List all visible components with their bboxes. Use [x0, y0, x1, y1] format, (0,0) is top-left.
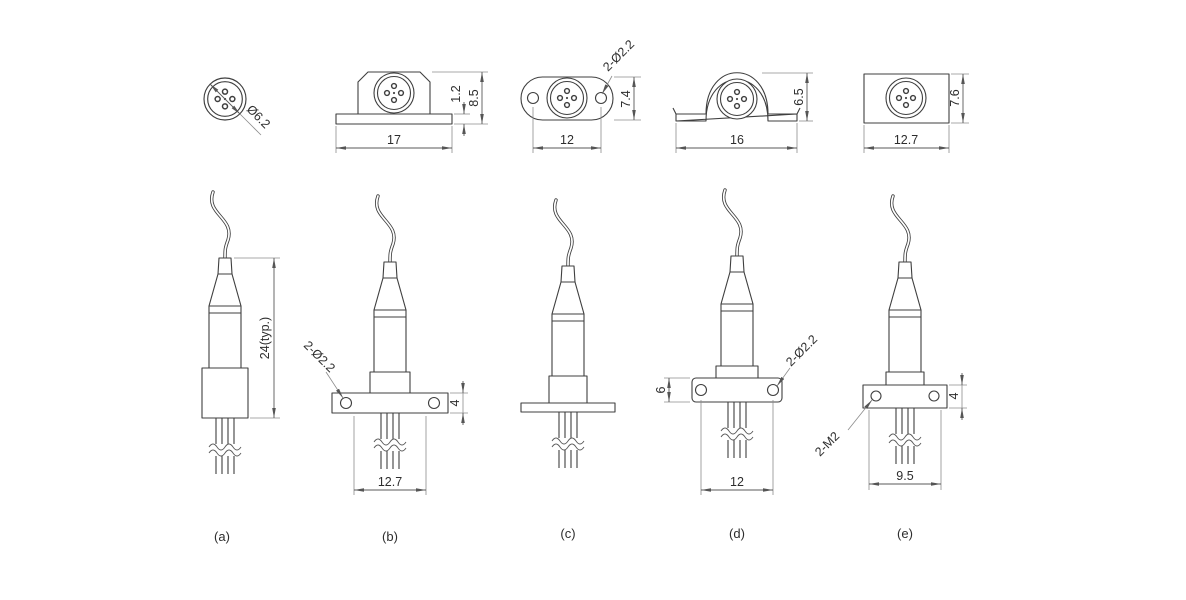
base-section [201, 367, 249, 419]
dim-e-top-width: 12.7 [894, 133, 918, 147]
dim-a-top-diameter: Ø6.2 [244, 102, 273, 131]
dim-b-top-lip: 1.2 [449, 85, 463, 102]
dim-b-top-height: 8.5 [467, 89, 481, 106]
view-e-side: 2-M2 9.5 4 [812, 194, 967, 490]
dim-b-side-thickness: 4 [448, 399, 462, 406]
captions: (a) (b) (c) (d) (e) [214, 526, 913, 544]
caption-a: (a) [214, 529, 230, 544]
flange-disc [520, 402, 616, 413]
flange-plate [335, 113, 453, 125]
view-b-top: 17 1.2 8.5 [335, 71, 488, 153]
collar [715, 365, 759, 379]
dim-a-side-height: 24(typ.) [258, 317, 272, 359]
view-d-top: 16 6.5 [672, 72, 813, 153]
view-c-side [520, 198, 616, 469]
dim-d-side-flange-height: 6 [654, 386, 668, 393]
caption-d: (d) [729, 526, 745, 541]
view-a-top: Ø6.2 [204, 78, 273, 136]
threaded-hole [928, 390, 940, 402]
collar [548, 375, 588, 404]
view-c-top: 2-Ø2.2 12 7.4 [520, 37, 641, 153]
dim-b-top-width: 17 [387, 133, 401, 147]
collar [885, 371, 925, 386]
threaded-hole [870, 390, 882, 402]
dim-c-top-height: 7.4 [619, 90, 633, 107]
dim-c-top-width: 12 [560, 133, 574, 147]
dim-b-side-holes: 2-Ø2.2 [301, 338, 338, 375]
caption-c: (c) [560, 526, 575, 541]
mounting-hole [427, 396, 441, 410]
dim-e-side-flange-thickness: 4 [947, 392, 961, 399]
mounting-hole [526, 91, 540, 105]
dim-c-top-holes: 2-Ø2.2 [600, 37, 637, 74]
dim-d-side-holes: 2-Ø2.2 [783, 332, 820, 369]
dim-d-top-width: 16 [730, 133, 744, 147]
dim-d-side-width: 12 [730, 475, 744, 489]
mounting-flange [862, 384, 948, 409]
mounting-flange [331, 392, 449, 414]
mounting-hole [594, 91, 608, 105]
view-a-side: 24(typ.) [201, 190, 280, 475]
mounting-flange [691, 377, 783, 403]
dim-e-top-height: 7.6 [948, 89, 962, 106]
view-e-top: 12.7 7.6 [863, 73, 969, 153]
view-d-side: 6 2-Ø2.2 12 [654, 188, 820, 495]
dim-d-top-height: 6.5 [792, 88, 806, 105]
dim-e-side-thread: 2-M2 [812, 429, 842, 459]
mounting-hole [694, 383, 708, 397]
dim-e-side-width: 9.5 [896, 469, 913, 483]
collar [369, 371, 411, 394]
caption-e: (e) [897, 526, 913, 541]
view-b-side: 2-Ø2.2 4 12.7 [301, 194, 468, 495]
dim-b-side-flange-width: 12.7 [378, 475, 402, 489]
mounting-hole [339, 396, 353, 410]
mounting-hole [766, 383, 780, 397]
caption-b: (b) [382, 529, 398, 544]
